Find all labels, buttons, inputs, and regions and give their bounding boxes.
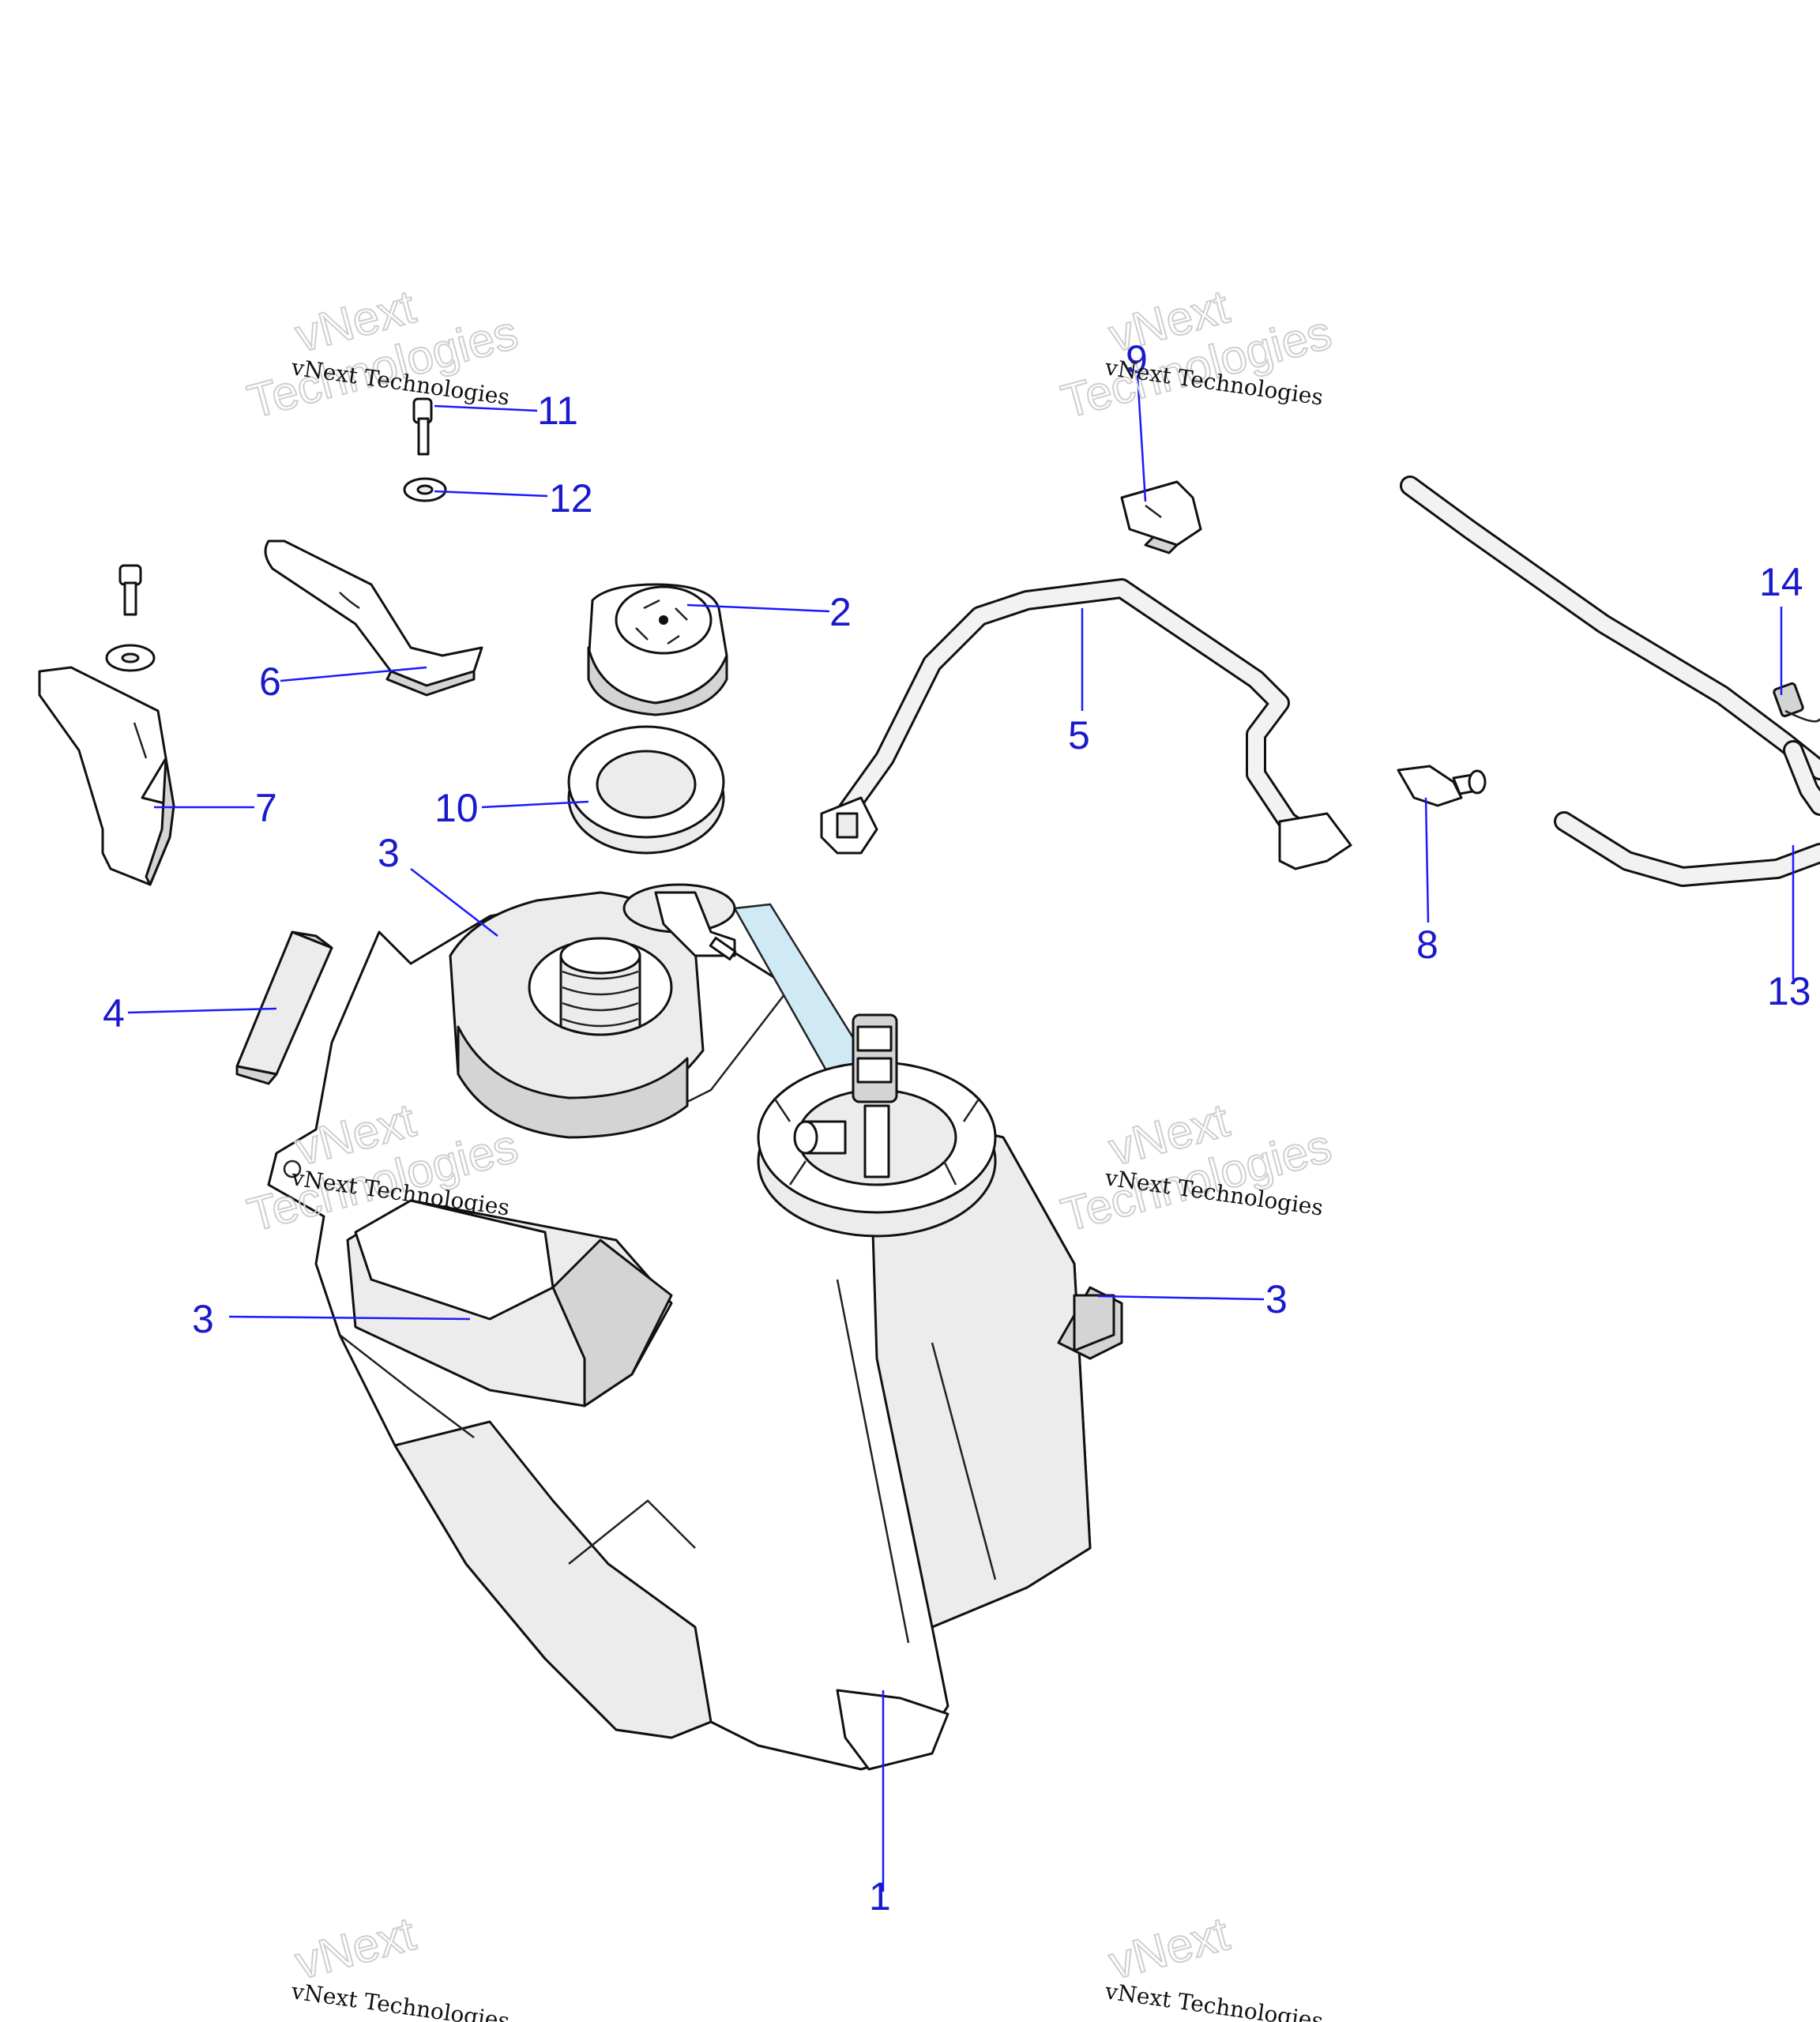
tank-vent-fitting <box>622 883 737 961</box>
pad-small <box>235 930 333 1085</box>
bolt-left <box>118 564 142 616</box>
callout-3-left: 3 <box>192 1297 214 1341</box>
elbow-fitting <box>1397 765 1487 807</box>
leader-2 <box>686 603 830 613</box>
leader-3b <box>228 1315 471 1321</box>
watermark-bottom-right: vNext <box>1103 1906 1235 1990</box>
vent-hose <box>1400 475 1820 887</box>
callout-10: 10 <box>434 786 479 830</box>
leader-3a <box>410 868 498 937</box>
hose-clip <box>1120 480 1202 554</box>
callout-4: 4 <box>103 991 125 1035</box>
leader-8 <box>1424 797 1430 923</box>
callout-3-right: 3 <box>1265 1277 1288 1321</box>
fuel-cap <box>587 583 728 716</box>
callout-1: 1 <box>869 1874 891 1919</box>
fuel-pump-assembly <box>757 1013 997 1238</box>
callout-12: 12 <box>549 476 593 521</box>
bracket-lower <box>38 666 175 886</box>
leader-3c <box>1097 1295 1265 1301</box>
callout-2: 2 <box>829 590 852 634</box>
hose-tie <box>1773 682 1820 723</box>
callout-6: 6 <box>259 660 281 704</box>
callout-3-top: 3 <box>378 831 400 875</box>
watermark-line2a: vNext <box>1104 1907 1235 1989</box>
callout-7: 7 <box>255 786 277 830</box>
leader-6 <box>280 666 427 682</box>
seal-ring <box>567 725 725 855</box>
tank-top-strip <box>735 904 861 1090</box>
callout-11: 11 <box>537 389 578 433</box>
leader-10 <box>481 800 589 809</box>
callout-14: 14 <box>1759 560 1803 604</box>
watermark-line2a: vNext <box>290 1907 421 1989</box>
pad-left <box>346 1199 673 1408</box>
callout-8: 8 <box>1416 923 1438 967</box>
callout-labels: 1 2 3 3 3 4 5 6 7 8 9 10 11 12 13 14 <box>103 337 1811 1919</box>
callout-9: 9 <box>1126 337 1148 381</box>
callout-5: 5 <box>1068 713 1090 757</box>
callout-13: 13 <box>1767 969 1811 1013</box>
filler-neck-pad <box>449 891 705 1139</box>
bracket-upper <box>264 539 483 697</box>
watermark-bottom-left: vNext <box>289 1906 422 1990</box>
leader-11 <box>434 404 538 412</box>
leader-lines <box>127 374 1795 1892</box>
watermark-text: vNext Technologies <box>289 1978 511 2022</box>
bolt-top <box>412 397 433 456</box>
washer-top <box>403 477 447 502</box>
fuel-line <box>820 578 1352 870</box>
watermark-text: vNext Technologies <box>1103 1978 1325 2022</box>
leader-9 <box>1136 374 1147 502</box>
washer-left <box>105 644 156 672</box>
leader-12 <box>434 490 548 498</box>
leader-4 <box>127 1007 277 1014</box>
